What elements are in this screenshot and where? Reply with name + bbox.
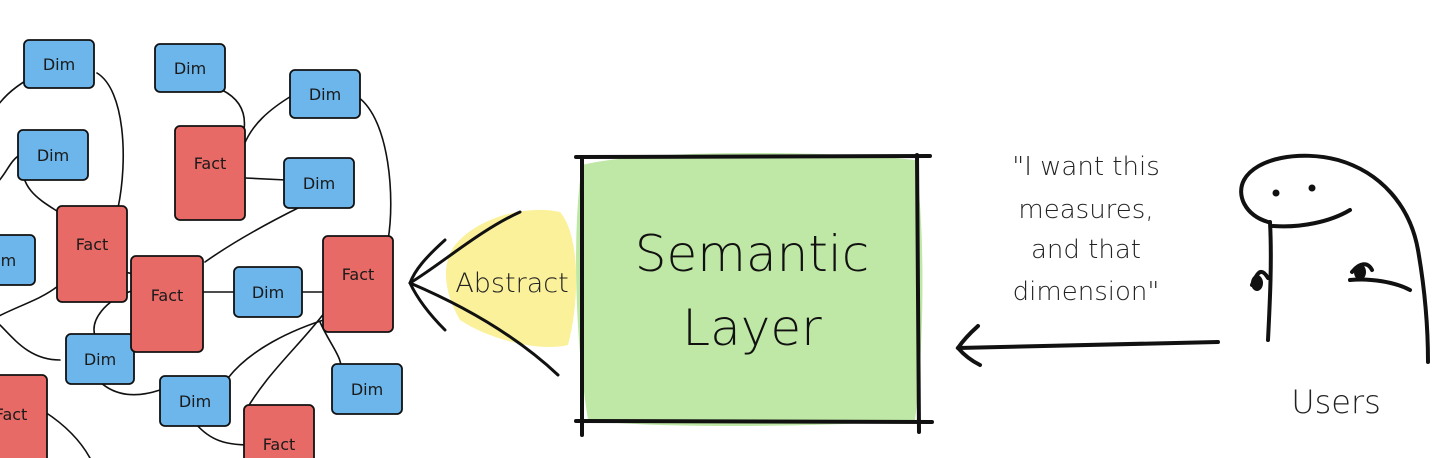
dim-nodes: Dim Dim Dim Dim Dim Dim Dim Dim — [0, 39, 403, 427]
quote-line-1: "I want this — [1012, 152, 1159, 182]
fact-node: Fact — [322, 235, 394, 333]
dim-node-label: Dim — [174, 59, 206, 78]
semantic-layer-title-line1: Semantic — [635, 225, 870, 283]
dim-node: Dim — [23, 39, 95, 89]
dim-node: Dim — [17, 129, 89, 181]
dim-node: Dim — [233, 266, 303, 318]
dim-node-label: Dim — [43, 55, 75, 74]
dim-node-label: Dim — [351, 380, 383, 399]
dim-node-label: Dim — [179, 392, 211, 411]
semantic-layer-title-line2: Layer — [682, 299, 822, 357]
fact-node: Fact — [56, 205, 128, 303]
fact-nodes: Fact Fact Fact Fact Fact Fact — [0, 125, 394, 458]
dim-node: Dim — [283, 157, 355, 209]
dim-node-label: Dim — [37, 146, 69, 165]
dim-node-label: Dim — [252, 283, 284, 302]
fact-node: Fact — [174, 125, 246, 221]
users-label: Users — [1291, 383, 1381, 421]
quote-line-2: measures, — [1018, 195, 1153, 225]
abstract-label: Abstract — [455, 268, 568, 299]
fact-node: Fact — [0, 374, 48, 458]
dim-node-label: Dim — [0, 251, 16, 270]
fact-node: Fact — [130, 255, 204, 353]
fact-node-label: Fact — [151, 286, 184, 305]
dim-node: Dim — [289, 69, 361, 119]
user-face — [1251, 184, 1366, 291]
fact-node: Fact — [243, 404, 315, 458]
dim-node-label: Dim — [303, 174, 335, 193]
dim-node: Dim — [65, 333, 135, 385]
quote-line-4: dimension" — [1013, 277, 1160, 307]
dim-node: Dim — [159, 375, 231, 427]
fact-node-label: Fact — [263, 435, 296, 454]
fact-node-label: Fact — [194, 154, 227, 173]
dim-node: Dim — [154, 43, 226, 93]
abstract-arrow-icon — [408, 210, 560, 377]
semantic-layer-fill — [576, 153, 923, 426]
dim-node: Dim — [0, 234, 36, 286]
request-arrow-icon — [955, 324, 1220, 367]
dim-node-label: Dim — [84, 350, 116, 369]
abstract-highlight — [445, 209, 577, 348]
fact-node-label: Fact — [76, 235, 109, 254]
fact-node-label: Fact — [342, 265, 375, 284]
dim-node-label: Dim — [309, 85, 341, 104]
user-character-icon — [1239, 153, 1430, 364]
quote-line-3: and that — [1031, 235, 1141, 265]
dim-node: Dim — [331, 363, 403, 415]
fact-node-label: Fact — [0, 405, 27, 424]
semantic-layer-box — [574, 153, 934, 437]
